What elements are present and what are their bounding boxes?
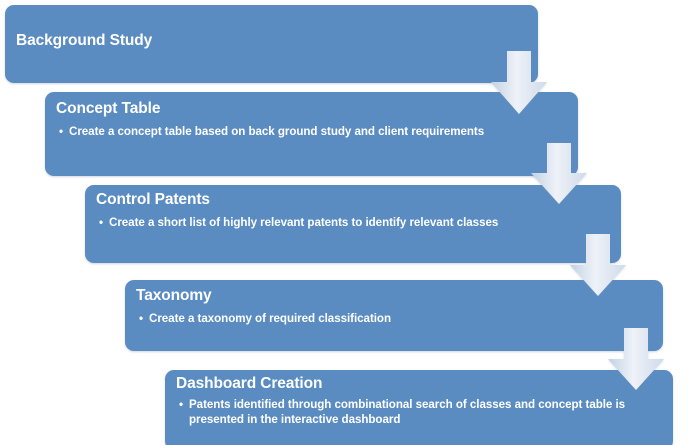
step-title: Concept Table (56, 100, 161, 117)
step-title: Taxonomy (136, 287, 212, 304)
process-step-background-study[interactable]: Background Study (5, 5, 538, 83)
process-step-concept-table[interactable]: Concept Table Create a concept table bas… (45, 92, 578, 176)
list-item: Patents identified through combinational… (179, 397, 649, 428)
process-step-control-patents[interactable]: Control Patents Create a short list of h… (85, 185, 621, 263)
down-arrow-icon (570, 234, 626, 296)
step-title: Control Patents (96, 191, 210, 208)
down-arrow-icon (491, 51, 547, 114)
list-item: Create a concept table based on back gro… (59, 123, 539, 139)
down-arrow-icon (608, 328, 664, 390)
list-item: Create a taxonomy of required classifica… (139, 310, 619, 326)
step-title: Background Study (16, 32, 153, 49)
list-item: Create a short list of highly relevant p… (99, 214, 579, 230)
step-title: Dashboard Creation (176, 375, 323, 392)
step-bullet-list: Patents identified through combinational… (179, 397, 649, 428)
step-bullet-list: Create a taxonomy of required classifica… (139, 310, 619, 326)
process-step-taxonomy[interactable]: Taxonomy Create a taxonomy of required c… (125, 280, 663, 351)
step-bullet-list: Create a concept table based on back gro… (59, 123, 539, 139)
step-bullet-list: Create a short list of highly relevant p… (99, 214, 579, 230)
process-step-dashboard-creation[interactable]: Dashboard Creation Patents identified th… (165, 370, 673, 445)
down-arrow-icon (531, 143, 587, 204)
